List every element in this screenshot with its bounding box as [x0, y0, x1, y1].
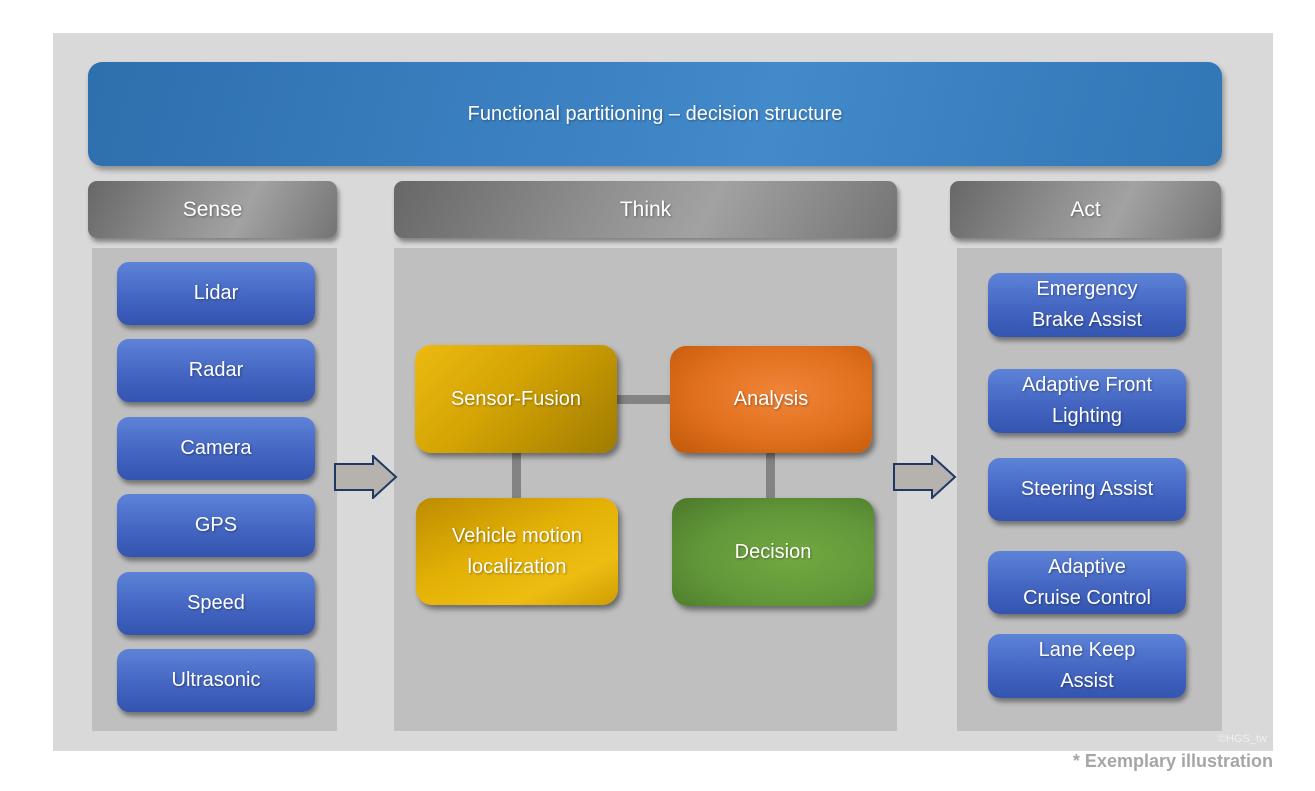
column-header-think: Think [394, 181, 897, 238]
node-sensor-fusion: Sensor-Fusion [415, 345, 617, 453]
node-analysis: Analysis [670, 346, 872, 453]
node-emergency-brake-assist: Emergency Brake Assist [988, 273, 1186, 337]
node-radar: Radar [117, 339, 315, 402]
slide-canvas: Functional partitioning – decision struc… [53, 33, 1273, 751]
column-header-sense: Sense [88, 181, 337, 238]
connector-sensorfusion-vehiclemotion [512, 453, 521, 498]
node-camera: Camera [117, 417, 315, 480]
connector-sensorfusion-analysis [616, 395, 670, 404]
title-banner: Functional partitioning – decision struc… [88, 62, 1222, 166]
node-adaptive-cruise-control: Adaptive Cruise Control [988, 551, 1186, 614]
exemplary-note: * Exemplary illustration [1072, 751, 1273, 771]
node-lidar: Lidar [117, 262, 315, 325]
flow-arrow-think-to-act-icon [893, 455, 957, 499]
page-title: Functional partitioning – decision struc… [467, 102, 843, 125]
node-gps: GPS [117, 494, 315, 557]
node-ultrasonic: Ultrasonic [117, 649, 315, 712]
connector-analysis-decision [766, 453, 775, 498]
column-header-act: Act [950, 181, 1221, 238]
column-header-think-label: Think [619, 197, 672, 221]
node-speed: Speed [117, 572, 315, 635]
column-header-act-label: Act [1070, 197, 1101, 221]
node-lane-keep-assist: Lane Keep Assist [988, 634, 1186, 698]
node-vehicle-motion-localization: Vehicle motion localization [416, 498, 618, 605]
watermark: ©HGS_tw [1217, 733, 1267, 745]
node-steering-assist: Steering Assist [988, 458, 1186, 521]
column-header-sense-label: Sense [182, 197, 243, 221]
node-adaptive-front-lighting: Adaptive Front Lighting [988, 369, 1186, 433]
flow-arrow-sense-to-think-icon [334, 455, 398, 499]
node-decision: Decision [672, 498, 874, 606]
think-panel [394, 248, 897, 731]
